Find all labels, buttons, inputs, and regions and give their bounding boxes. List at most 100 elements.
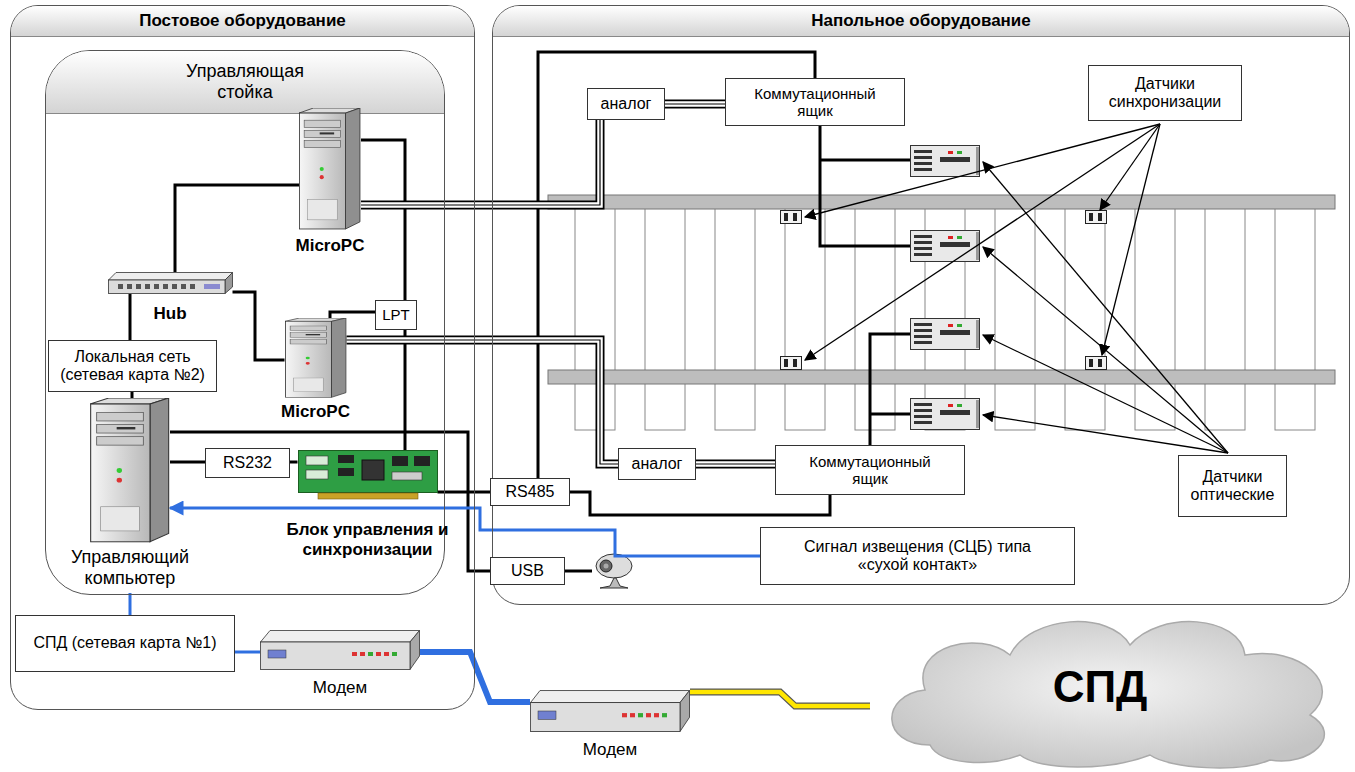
text-box: Коммутационный ящик — [775, 445, 965, 495]
connector — [438, 492, 491, 493]
connector — [170, 462, 205, 463]
modem-icon — [530, 690, 690, 732]
sync-sensor — [1086, 211, 1107, 224]
optical-sensor — [911, 399, 980, 430]
wire-stroke — [570, 492, 830, 515]
computer-icon — [90, 398, 170, 543]
computer-icon — [299, 108, 361, 230]
sync-sensor — [781, 211, 802, 224]
wire-stroke — [361, 120, 600, 205]
label-text: СПД (сетевая карта №1) — [33, 634, 216, 652]
text-box: Датчики синхронизации — [1088, 65, 1242, 121]
computer-icon — [285, 318, 347, 398]
text-box: аналог — [618, 448, 696, 480]
device-node: Модем — [255, 630, 425, 705]
label-text: Напольное оборудование — [811, 11, 1031, 31]
text-box: Коммутационный ящик — [725, 78, 905, 126]
label-text: MicroPC — [281, 402, 350, 422]
network-cloud: СПД — [870, 605, 1350, 770]
label-text: MicroPC — [296, 236, 365, 256]
connector — [570, 492, 830, 515]
label-text: Модем — [583, 740, 638, 760]
optical-sensor — [911, 231, 980, 262]
wire-stroke — [233, 292, 285, 360]
wire-stroke — [690, 692, 870, 706]
wire-stroke — [170, 461, 205, 464]
wire-stroke — [170, 508, 760, 556]
device-label: Управляющий компьютер — [20, 547, 240, 588]
device-label: Модем — [235, 678, 445, 698]
connector — [170, 508, 760, 556]
label-text: Модем — [313, 678, 368, 698]
device-node: Hub — [105, 272, 235, 330]
device-node: Управляющий компьютер — [40, 398, 220, 593]
wire-stroke — [665, 103, 725, 104]
optical-sensor — [911, 146, 980, 177]
optical-sensor — [911, 319, 980, 350]
device-label: Hub — [85, 304, 255, 324]
sync-sensor — [1086, 357, 1107, 370]
connector — [361, 140, 405, 300]
wire-stroke — [361, 120, 600, 205]
wire-stroke — [235, 651, 260, 654]
wire-stroke — [690, 692, 870, 706]
equipment-panel: Управляющая стойкаMicroPC Hub LPT Локальная… — [45, 50, 445, 595]
label-text: Коммутационный ящик — [740, 85, 890, 120]
leader-lines — [805, 124, 1228, 453]
connector — [665, 104, 725, 105]
wire-stroke — [665, 100, 725, 109]
device-node: Блок управления и синхронизации — [285, 450, 450, 585]
text-box: Сигнал извещения (СЦБ) типа «сухой конта… — [760, 527, 1075, 585]
label-text: СПД — [1053, 662, 1168, 713]
connector — [420, 652, 530, 702]
sensor-wires — [565, 126, 910, 571]
wire-stroke — [696, 463, 775, 464]
wire-stroke — [347, 340, 619, 464]
device-label: MicroPC — [265, 236, 395, 256]
wire-stroke — [131, 392, 134, 398]
label-text: Hub — [153, 304, 186, 324]
device-node: Модем — [525, 690, 695, 768]
wire-stroke — [420, 652, 530, 702]
text-box: LPT — [375, 300, 417, 330]
label-text: Управляющая стойка — [165, 61, 325, 102]
connector — [690, 692, 870, 706]
wire-stroke — [175, 185, 299, 272]
label-text: Коммутационный ящик — [795, 453, 945, 488]
device-label: MicroPC — [248, 402, 383, 422]
text-box: USB — [490, 557, 565, 585]
equipment-panel: Напольное оборудованиеКоммутационный ящи… — [492, 5, 1350, 605]
connector — [170, 432, 490, 571]
label-text: Датчики синхронизации — [1095, 75, 1235, 112]
wire-stroke — [438, 491, 491, 494]
label-text: Датчики оптические — [1185, 468, 1280, 505]
camera-icon — [596, 554, 632, 588]
rail — [548, 195, 1335, 209]
wire-stroke — [696, 461, 775, 467]
text-box: СПД (сетевая карта №1) — [15, 615, 235, 672]
label-text: Локальная сеть (сетевая карта №2) — [55, 348, 210, 385]
label-text: Сигнал извещения (СЦБ) типа «сухой конта… — [803, 538, 1033, 575]
sync-sensor — [781, 357, 802, 370]
wire-stroke — [290, 461, 298, 464]
connector — [696, 464, 775, 465]
device-node: MicroPC — [268, 318, 363, 433]
connector — [132, 392, 133, 398]
connector — [130, 294, 131, 340]
label-text: Управляющий компьютер — [45, 547, 215, 588]
hub-icon — [108, 272, 233, 294]
connector — [175, 185, 299, 272]
wire-stroke — [361, 120, 600, 205]
wire-stroke — [696, 460, 775, 469]
panel-header: Управляющая стойка — [46, 51, 444, 114]
label-text: Блок управления и синхронизации — [285, 520, 450, 559]
wire-stroke — [347, 340, 619, 464]
connector — [347, 340, 619, 464]
text-box: Датчики оптические — [1178, 455, 1287, 517]
sleepers — [575, 205, 1315, 430]
connector — [290, 462, 298, 463]
connector — [130, 593, 131, 615]
wire-stroke — [170, 432, 490, 571]
connector — [330, 312, 375, 318]
